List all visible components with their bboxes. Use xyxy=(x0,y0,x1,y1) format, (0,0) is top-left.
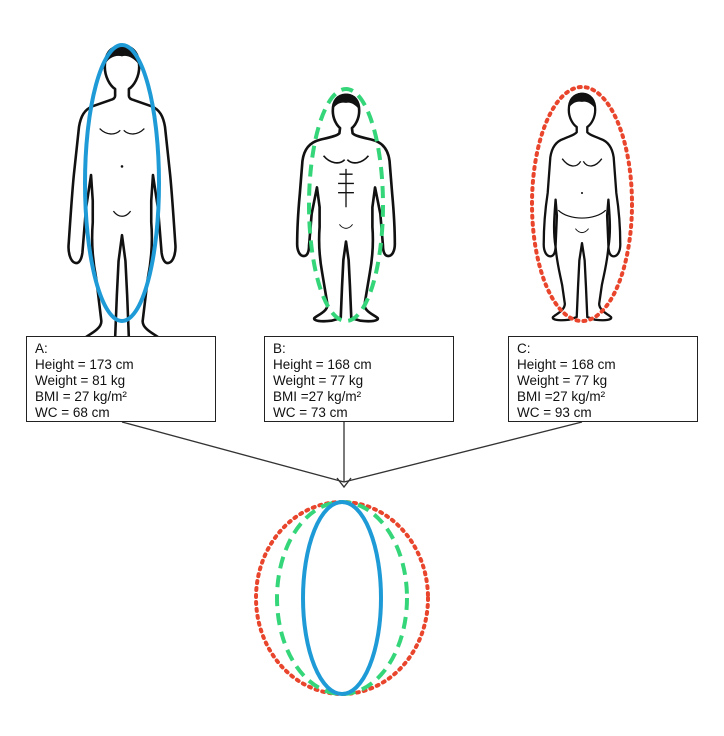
figure-label: A: xyxy=(35,341,48,356)
height-value: Height = 173 cm xyxy=(35,357,134,372)
figure-c-outline xyxy=(530,85,634,323)
figure-a-outline xyxy=(83,43,161,323)
weight-value: Weight = 77 kg xyxy=(273,373,364,388)
figure-b xyxy=(295,87,397,323)
figure-b-outline xyxy=(307,87,385,323)
figure-label: B: xyxy=(273,341,286,356)
heavy-person-icon xyxy=(542,91,622,322)
combined-outlines xyxy=(254,500,430,696)
figure-a xyxy=(67,42,177,344)
waist-circumference-value: WC = 73 cm xyxy=(273,405,348,420)
connector-lines xyxy=(121,421,583,483)
weight-value: Weight = 81 kg xyxy=(35,373,126,388)
waist-circumference-value: WC = 68 cm xyxy=(35,405,110,420)
bmi-value: BMI =27 kg/m² xyxy=(517,389,606,404)
info-box-b: B: Height = 168 cm Weight = 77 kg BMI =2… xyxy=(264,336,454,422)
figure-label: C: xyxy=(517,341,531,356)
combined-outline-a xyxy=(301,500,383,696)
combined-outline-c xyxy=(254,500,430,696)
waist-circumference-value: WC = 93 cm xyxy=(517,405,592,420)
figure-c xyxy=(530,85,634,323)
info-box-c: C: Height = 168 cm Weight = 77 kg BMI =2… xyxy=(508,336,698,422)
height-value: Height = 168 cm xyxy=(517,357,616,372)
bmi-value: BMI =27 kg/m² xyxy=(273,389,362,404)
arrow-down-icon xyxy=(336,477,352,489)
info-box-a: A: Height = 173 cm Weight = 81 kg BMI = … xyxy=(26,336,216,422)
muscular-person-icon xyxy=(295,92,397,323)
height-value: Height = 168 cm xyxy=(273,357,372,372)
bmi-value: BMI = 27 kg/m² xyxy=(35,389,127,404)
combined-outline-b xyxy=(275,500,409,696)
weight-value: Weight = 77 kg xyxy=(517,373,608,388)
